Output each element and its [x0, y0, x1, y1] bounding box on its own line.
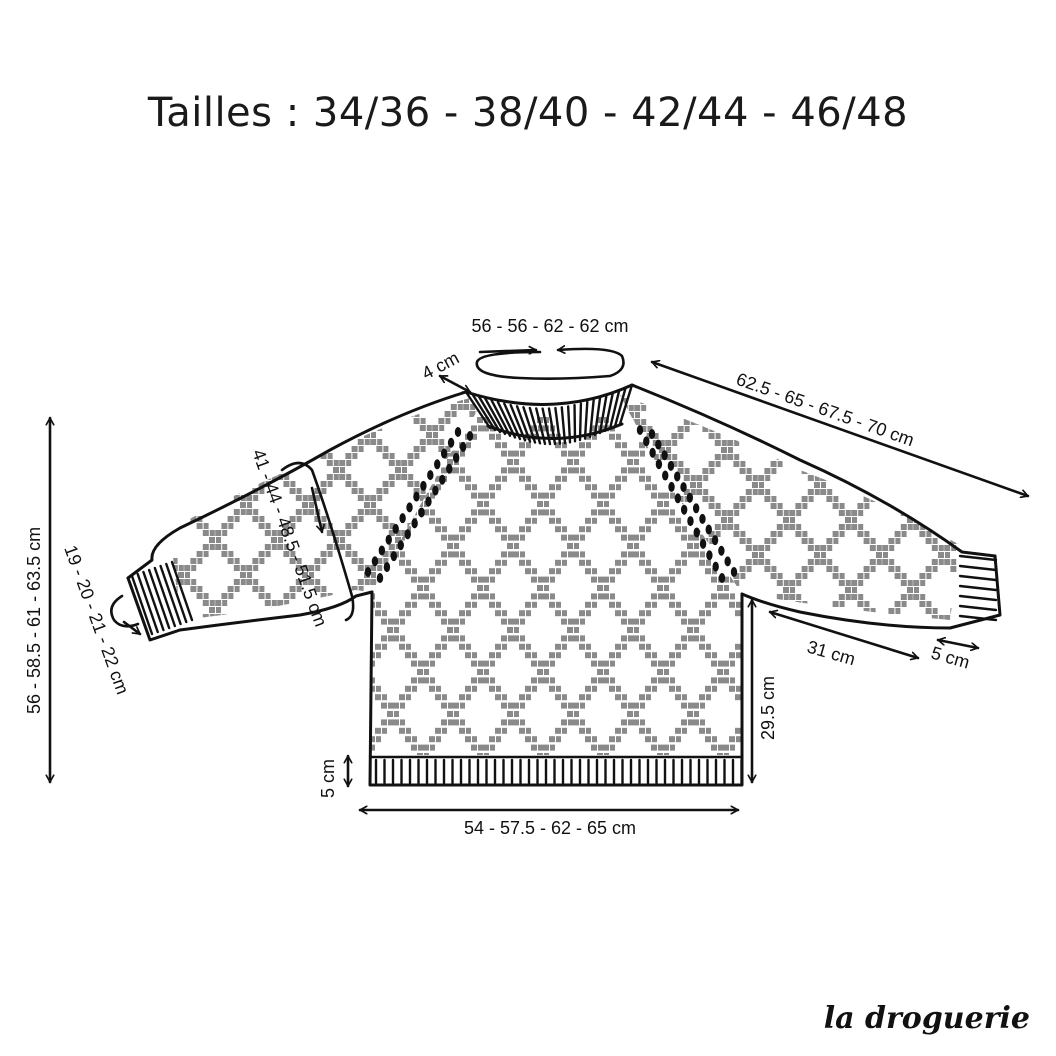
- collar-height-label: 4 cm: [418, 348, 462, 384]
- collar-ribbing: [464, 383, 634, 446]
- side-length-label: 29.5 cm: [758, 676, 778, 740]
- underarm-label: 31 cm: [805, 637, 858, 670]
- dimension-labels: 56 - 56 - 62 - 62 cm 4 cm 62.5 - 65 - 67…: [24, 316, 972, 838]
- left-cuff-ribbing: [130, 560, 194, 636]
- hem-height-label: 5 cm: [318, 759, 338, 798]
- page-title: Tailles : 34/36 - 38/40 - 42/44 - 46/48: [147, 90, 909, 136]
- wrist-circumference-label: 19 - 20 - 21 - 22 cm: [60, 543, 133, 697]
- cuff-height-label: 5 cm: [929, 643, 972, 673]
- chest-width-label: 54 - 57.5 - 62 - 65 cm: [464, 818, 636, 838]
- raglan-length-arrow: [650, 362, 1030, 496]
- cuff-height-arrow: [936, 640, 980, 648]
- raglan-length-label: 62.5 - 65 - 67.5 - 70 cm: [734, 369, 917, 450]
- dimension-arrows: [50, 349, 1030, 810]
- hem-ribbing: [368, 755, 744, 785]
- underarm-arrow: [768, 612, 920, 658]
- total-length-label: 56 - 58.5 - 61 - 63.5 cm: [24, 527, 44, 714]
- neck-circumference-label: 56 - 56 - 62 - 62 cm: [471, 316, 628, 336]
- neck-circumference-arrow: [475, 349, 625, 380]
- right-cuff-ribbing: [958, 554, 998, 622]
- left-sleeve-stitch-pattern: [170, 397, 488, 620]
- upper-arm-arrow: [280, 461, 355, 622]
- collar-height-arrow: [438, 374, 472, 394]
- brand-logo: la droguerie: [824, 1001, 1030, 1036]
